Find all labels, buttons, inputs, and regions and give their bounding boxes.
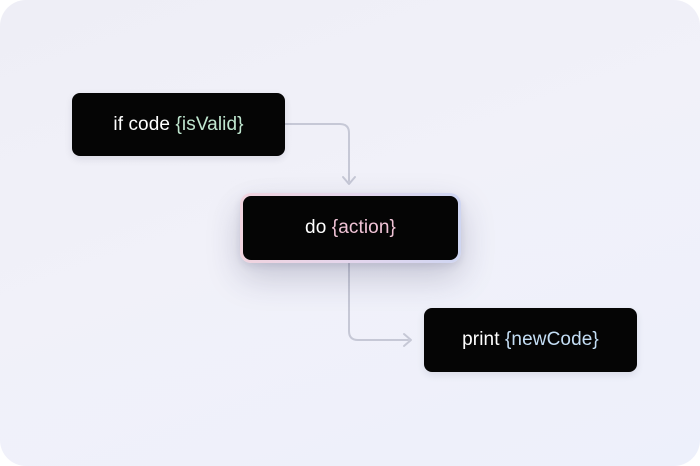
arrowhead-down-icon [342, 176, 356, 185]
node-print-keyword: print [462, 329, 500, 350]
node-print-newcode[interactable]: print {newCode} [424, 308, 637, 372]
node-do-action[interactable]: do {action} [243, 196, 458, 260]
node-if-code[interactable]: if code {isValid} [72, 93, 285, 156]
node-do-highlight-border: do {action} [240, 193, 461, 263]
node-do-keyword: do [305, 217, 327, 238]
connector-if-to-do [284, 123, 350, 182]
node-do-token: {action} [331, 217, 396, 238]
node-if-keyword: if code [113, 113, 171, 135]
node-if-token: {isValid} [175, 113, 244, 135]
node-print-token: {newCode} [504, 329, 599, 350]
arrowhead-right-icon [403, 333, 412, 347]
connector-do-to-print [348, 262, 409, 341]
